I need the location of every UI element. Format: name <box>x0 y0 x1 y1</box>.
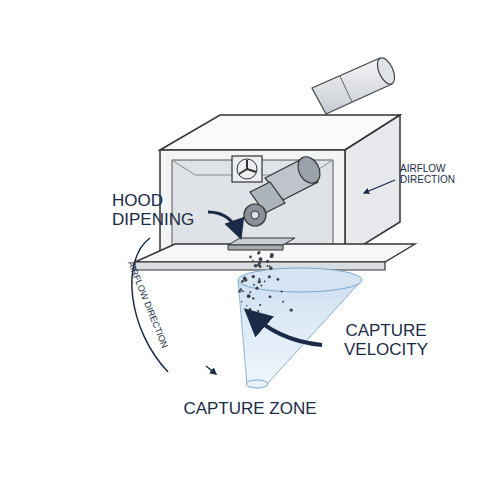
hood-housing <box>160 115 400 256</box>
airflow-label: AIRFLOW DIRECTION <box>400 163 480 185</box>
hood-flange <box>135 244 415 262</box>
capture-zone-cone <box>238 268 362 388</box>
velocity-arrow <box>248 312 322 345</box>
hood-opening-label: HOOD DIPENING <box>112 192 212 229</box>
fan-unit <box>232 156 262 182</box>
exhaust-duct <box>312 55 398 114</box>
airflow-small-arrow <box>206 366 216 374</box>
capture-zone-label: CAPTURE ZONE <box>150 400 350 419</box>
grinder-tool <box>228 153 324 250</box>
flange-edge <box>135 262 385 270</box>
airflow-arrow <box>364 180 395 193</box>
capture-velocity-label: CAPTURE VELOCITY <box>326 322 446 359</box>
dust-particles <box>238 251 293 312</box>
opening-arrow <box>208 212 240 236</box>
